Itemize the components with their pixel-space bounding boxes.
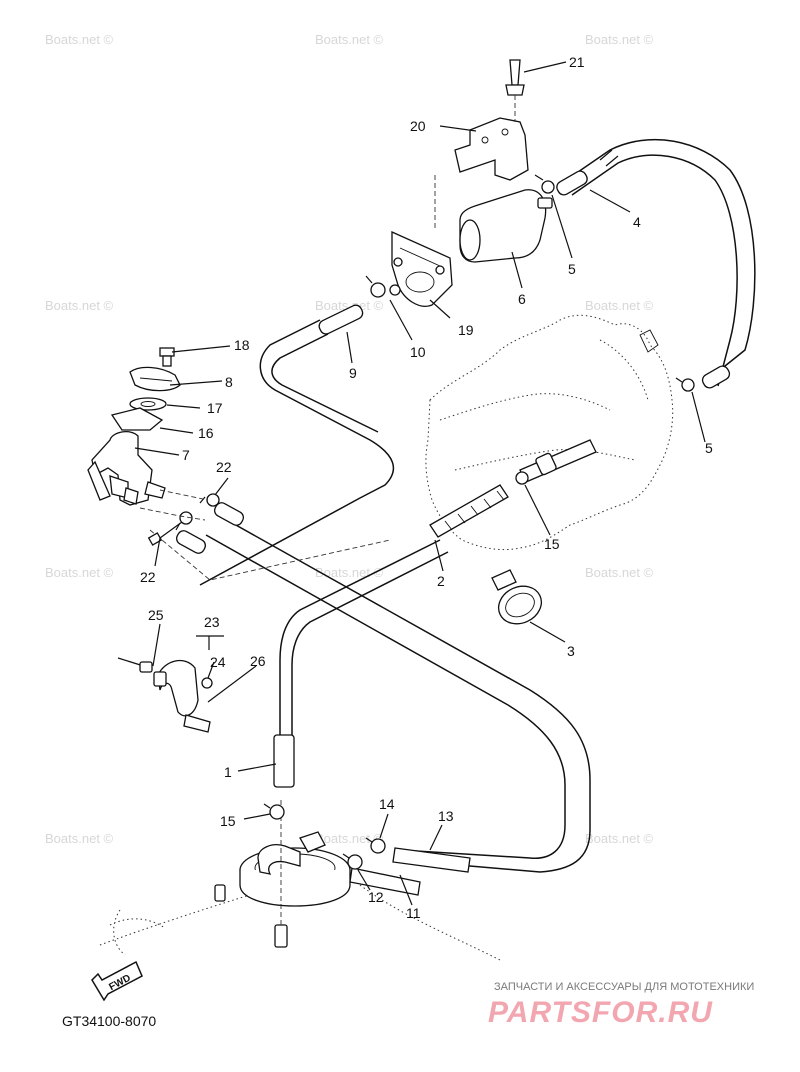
callout-21: 21 (569, 54, 585, 70)
callout-5b: 5 (705, 440, 713, 456)
watermark: Boats.net © (585, 32, 654, 47)
watermark: Boats.net © (585, 298, 654, 313)
callout-5: 5 (568, 261, 576, 277)
callout-4: 4 (633, 214, 641, 230)
clamp-assembly (117, 657, 213, 733)
watermark: Boats.net © (315, 565, 384, 580)
callout-22b: 22 (140, 569, 156, 585)
callout-12: 12 (368, 889, 384, 905)
callout-26: 26 (250, 653, 266, 669)
watermark: Boats.net © (315, 298, 384, 313)
bottom-clips (263, 803, 386, 870)
callout-17: 17 (207, 400, 223, 416)
watermark: Boats.net © (585, 565, 654, 580)
watermark: Boats.net © (315, 32, 384, 47)
watermark: Boats.net © (315, 831, 384, 846)
leader-lines (134, 61, 706, 906)
brand-overlay: ЗАПЧАСТИ И АКСЕССУАРЫ ДЛЯ МОТОТЕХНИКИ PA… (488, 981, 754, 1029)
callout-2: 2 (437, 573, 445, 589)
brand-tagline: ЗАПЧАСТИ И АКСЕССУАРЫ ДЛЯ МОТОТЕХНИКИ (494, 981, 754, 993)
callout-22: 22 (216, 459, 232, 475)
callout-19: 19 (458, 322, 474, 338)
callout-13: 13 (438, 808, 454, 824)
hull-outline (99, 879, 501, 961)
watermark-layer: Boats.net © Boats.net © Boats.net © Boat… (45, 32, 654, 846)
callout-15b: 15 (220, 813, 236, 829)
callout-15: 15 (544, 536, 560, 552)
callout-20: 20 (410, 118, 426, 134)
diagram-code: GT34100-8070 (62, 1013, 156, 1029)
watermark: Boats.net © (45, 32, 114, 47)
watermark: Boats.net © (45, 565, 114, 580)
callout-7: 7 (182, 447, 190, 463)
brand-logo: PARTSFOR.RU (488, 996, 713, 1029)
fuel-cock-assembly (87, 347, 391, 581)
fuel-tank-sender (214, 800, 351, 948)
callout-14: 14 (379, 796, 395, 812)
pipe-assembly (429, 377, 695, 625)
fwd-arrow-icon: FWD (91, 960, 143, 1002)
callout-1: 1 (224, 764, 232, 780)
callout-8: 8 (225, 374, 233, 390)
callout-16: 16 (198, 425, 214, 441)
watermark: Boats.net © (45, 298, 114, 313)
fuel-filter-assembly (365, 59, 555, 307)
callout-10: 10 (410, 344, 426, 360)
hoses (175, 138, 756, 896)
callout-6: 6 (518, 291, 526, 307)
watermark: Boats.net © (585, 831, 654, 846)
callout-23: 23 (204, 614, 220, 630)
callout-3: 3 (567, 643, 575, 659)
callout-25: 25 (148, 607, 164, 623)
callout-24: 24 (210, 654, 226, 670)
engine-outline (425, 314, 674, 551)
callout-numbers: 21 20 4 5 6 19 10 9 18 8 17 16 7 5 22 15… (140, 54, 713, 921)
callout-18: 18 (234, 337, 250, 353)
watermark: Boats.net © (45, 831, 114, 846)
callout-9: 9 (349, 365, 357, 381)
callout-11: 11 (406, 905, 421, 921)
